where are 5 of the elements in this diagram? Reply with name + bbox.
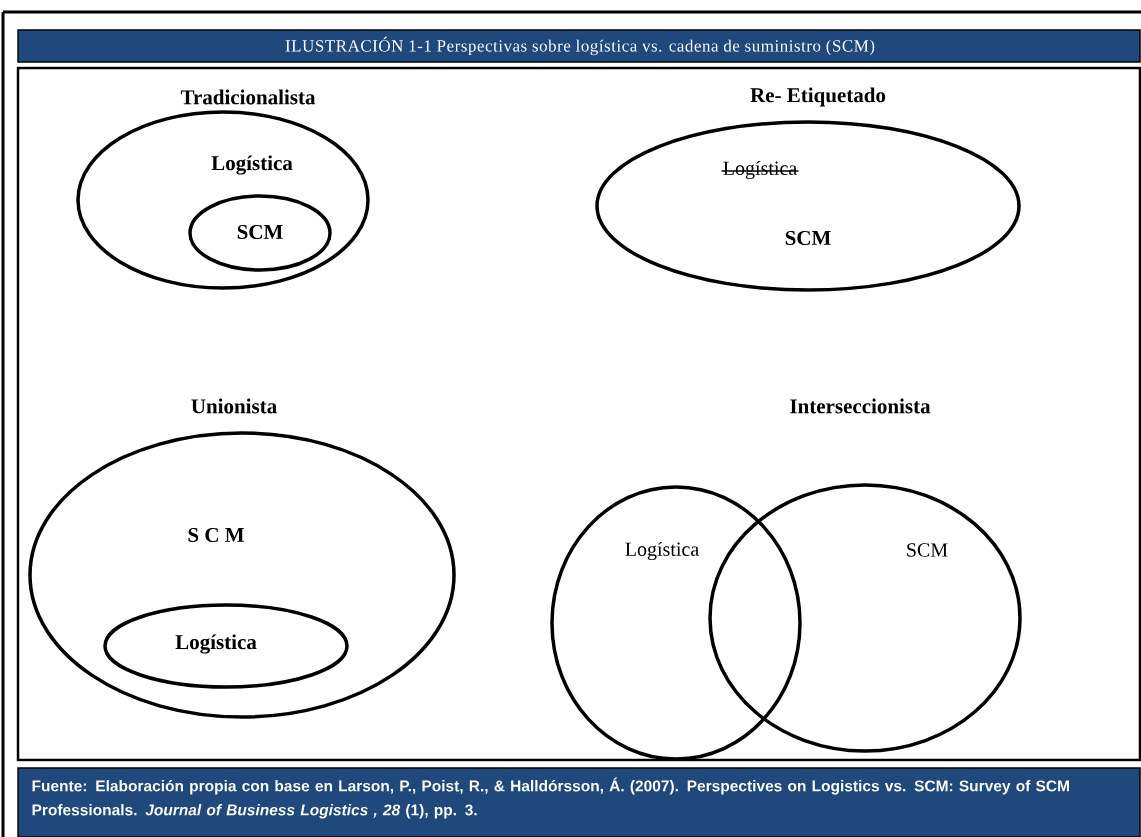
title-band: ILUSTRACIÓN 1-1 Perspectivas sobre logística vs. cadena de suministro (SCM) bbox=[17, 29, 1141, 63]
panel-heading: Unionista bbox=[191, 398, 277, 414]
panel-heading: Interseccionista bbox=[790, 398, 931, 414]
panel-heading: Tradicionalista bbox=[180, 89, 316, 105]
caption-band: Fuente: Elaboración propia con base en Larson, P., Poist, R., & Halldórsson, Á. (2007). Perspectives on Logistics vs. SCM: Survey of SCM Professionals. Journal of Business Logistics , 28 (1), pp. 3. bbox=[17, 767, 1141, 837]
